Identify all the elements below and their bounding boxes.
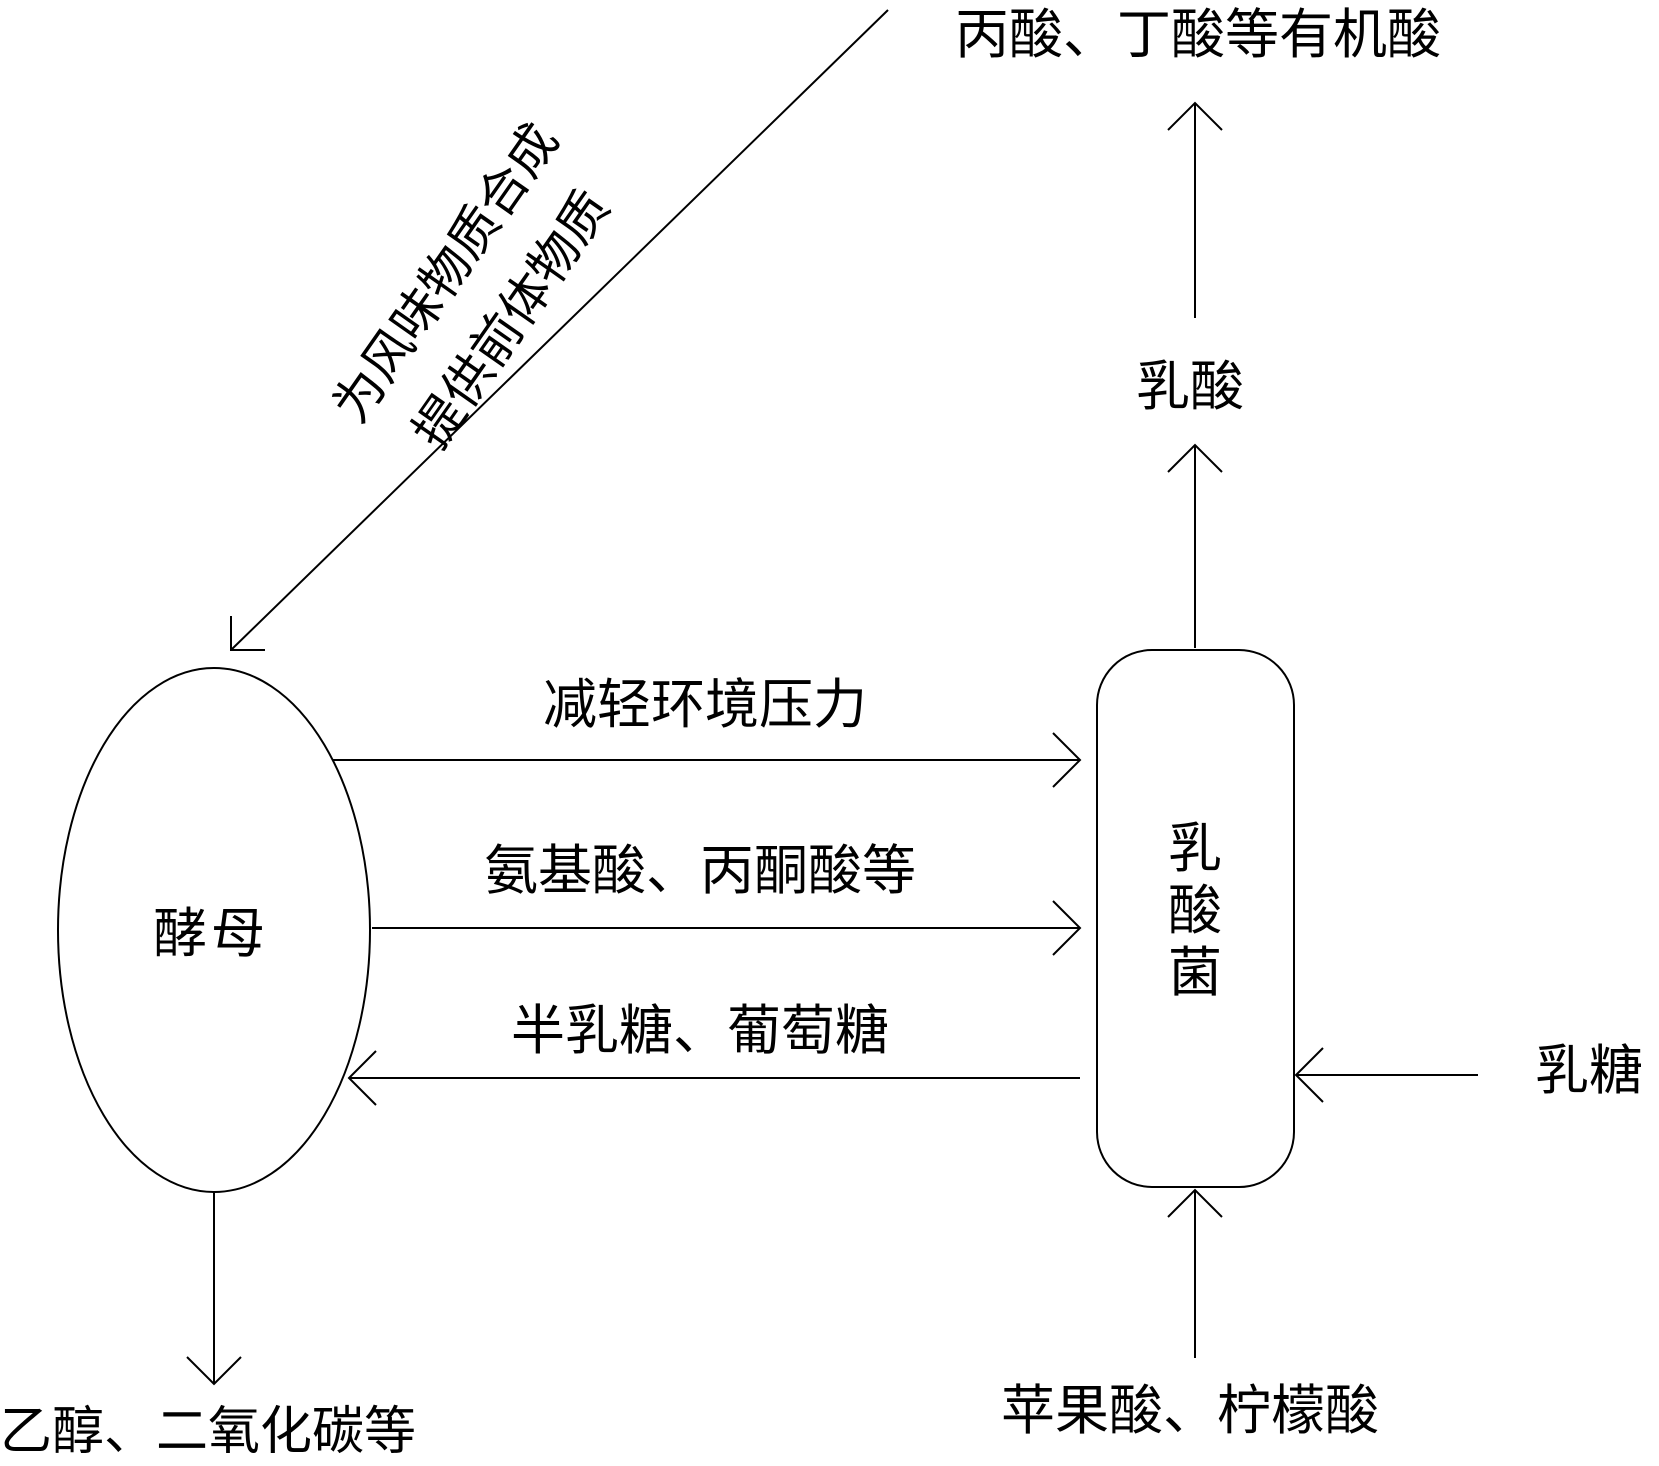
yeast-label: 酵母 <box>153 902 269 965</box>
amino-pyruvate-label: 氨基酸、丙酮酸等 <box>484 839 916 902</box>
malic-citric-arrow <box>1167 1188 1223 1358</box>
lactose-label: 乳糖 <box>1535 1039 1643 1102</box>
lab-node-shape <box>1096 649 1295 1188</box>
galactose-glucose-label: 半乳糖、葡萄糖 <box>511 999 889 1062</box>
flavor-precursor-arrow <box>230 9 889 651</box>
galactose-glucose-arrow <box>347 1050 1080 1106</box>
reduce-stress-arrow <box>333 732 1082 788</box>
organic-acids-label: 丙酸、丁酸等有机酸 <box>955 3 1441 66</box>
ethanol-co2-label: 乙醇、二氧化碳等 <box>0 1402 417 1462</box>
lactic-acid-label: 乳酸 <box>1136 355 1244 418</box>
amino-pyruvate-arrow <box>372 900 1082 956</box>
lab-label: 乳酸菌 <box>1168 817 1222 1004</box>
lactic-to-organic-acids-arrow <box>1167 101 1223 318</box>
malic-citric-label: 苹果酸、柠檬酸 <box>1001 1379 1379 1442</box>
reduce-stress-label: 减轻环境压力 <box>543 673 867 736</box>
lactose-arrow <box>1294 1047 1478 1103</box>
lab-to-lactic-acid-arrow <box>1167 443 1223 648</box>
ethanol-co2-arrow <box>186 1192 242 1386</box>
